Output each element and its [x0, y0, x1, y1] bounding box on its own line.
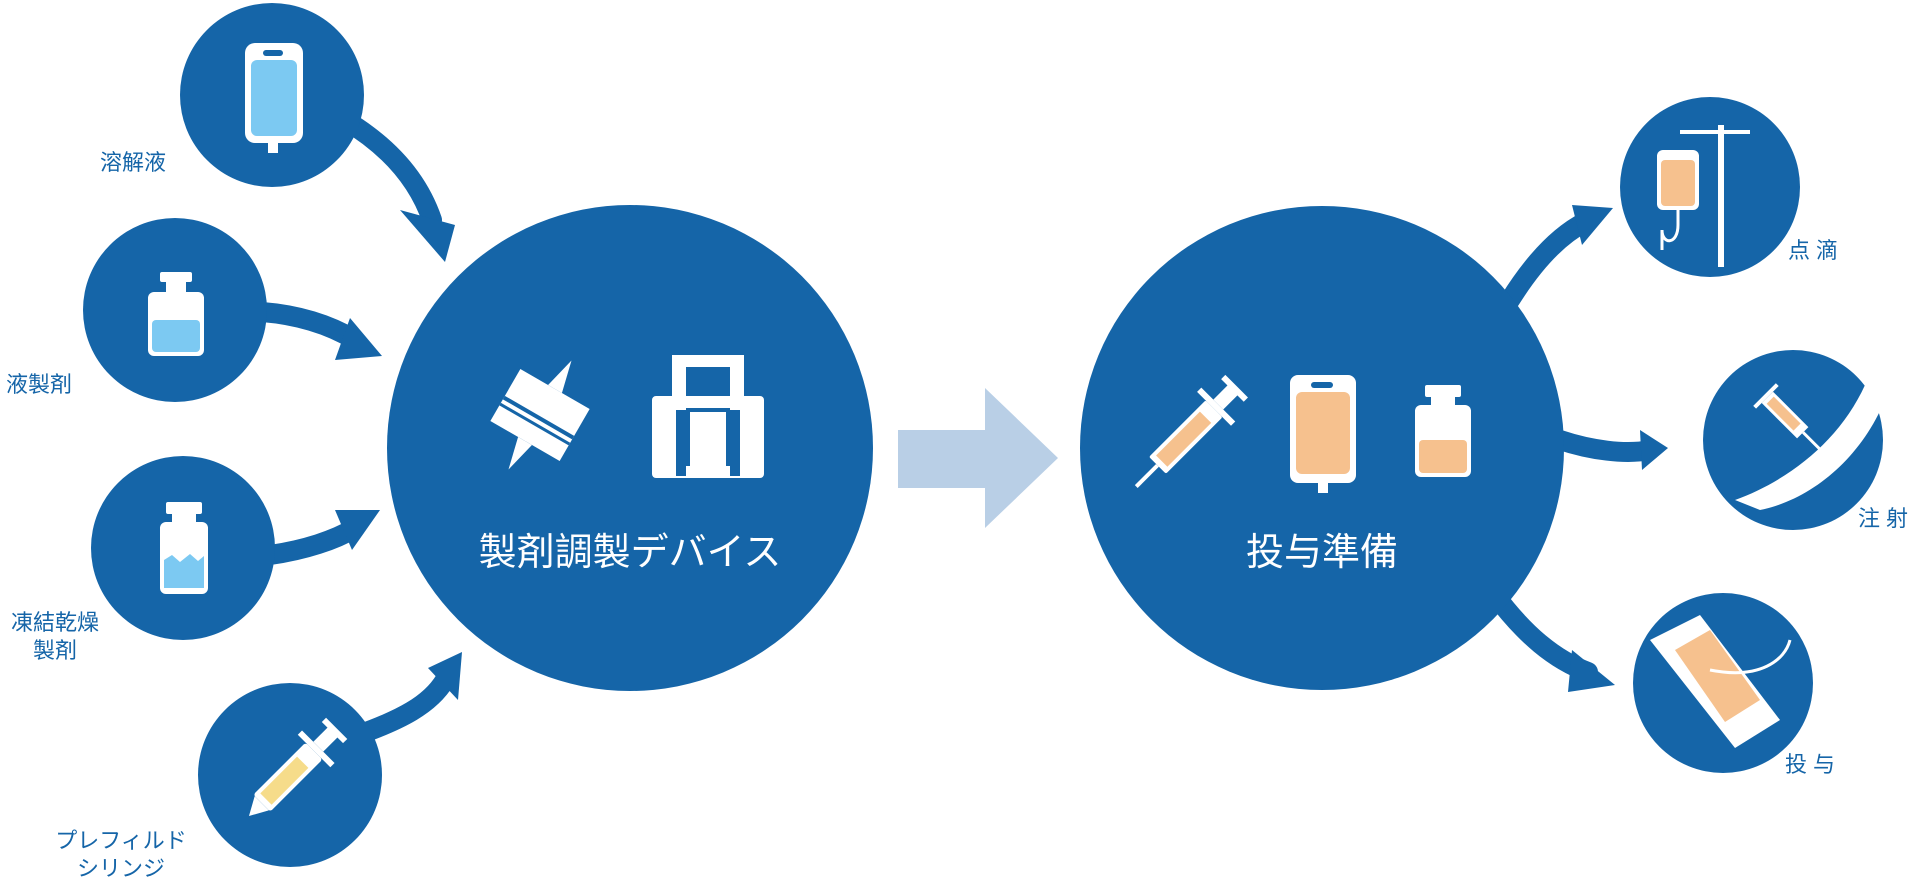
vial-lyophilized-icon: [160, 502, 208, 594]
arrow-output-2: [1550, 430, 1668, 470]
output-label-1: 点滴: [1788, 239, 1845, 264]
input-label-2: 液製剤: [6, 373, 73, 398]
arrow-input-1: [335, 110, 455, 262]
infusion-bag-icon: [1290, 375, 1356, 493]
arrow-output-1: [1500, 205, 1613, 310]
input-node-2: [83, 218, 267, 402]
output-node-2: [1703, 350, 1885, 530]
arrow-input-4: [348, 652, 462, 745]
connector-device-icon: [490, 360, 590, 470]
center-node: [387, 205, 873, 691]
input-label-4-line1: プレフィルド: [55, 829, 187, 854]
prep-node: [1080, 206, 1564, 690]
vial-liquid-icon: [148, 272, 204, 356]
output-node-3: [1633, 593, 1813, 773]
arrow-input-3: [260, 510, 380, 565]
prep-label: 投与準備: [1245, 530, 1398, 574]
syringe-icon: [1134, 374, 1248, 488]
input-label-3-line1: 凍結乾燥: [10, 611, 99, 636]
transfer-device-icon: [652, 355, 764, 478]
output-label-3: 投与: [1785, 753, 1842, 778]
input-label-3-line2: 製剤: [32, 639, 77, 664]
center-label: 製剤調製デバイス: [478, 530, 782, 574]
output-label-2: 注射: [1858, 507, 1915, 532]
arrow-input-2: [252, 302, 382, 360]
catheter-icon: [1650, 615, 1792, 748]
input-node-1: [180, 3, 364, 187]
flow-arrow: [898, 388, 1058, 528]
input-node-3: [91, 456, 275, 640]
input-label-4-line2: シリンジ: [76, 857, 165, 882]
prefilled-syringe-icon: [248, 717, 348, 817]
injection-icon: [1735, 383, 1885, 510]
output-node-1: [1620, 97, 1800, 277]
arrow-output-3: [1485, 585, 1615, 692]
iv-drip-icon: [1657, 125, 1750, 267]
vial-icon: [1415, 385, 1471, 477]
input-label-1: 溶解液: [100, 151, 167, 176]
input-label-3: 凍結乾燥 製剤: [0, 610, 110, 666]
input-label-4: プレフィルド シリンジ: [46, 828, 196, 884]
input-node-4: [198, 683, 382, 867]
infusion-bag-icon: [245, 43, 303, 153]
